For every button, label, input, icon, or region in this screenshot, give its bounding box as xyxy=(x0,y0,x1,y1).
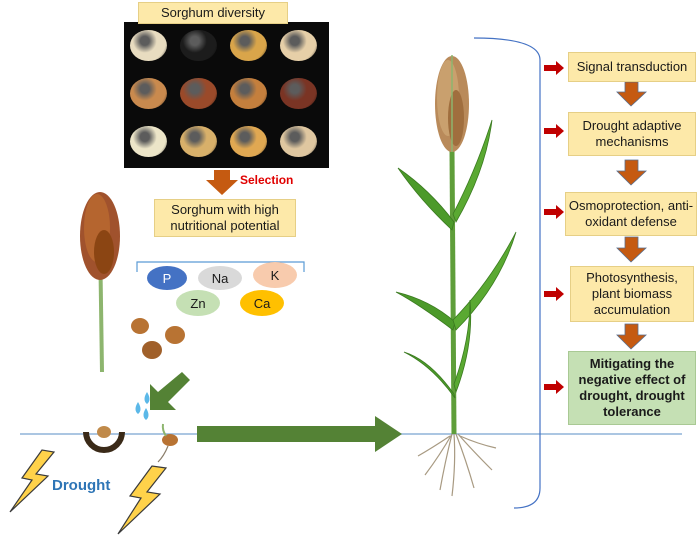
flow-arrows xyxy=(616,81,648,350)
lightning-left-icon xyxy=(9,449,56,513)
potential-text: Sorghum with high nutritional potential xyxy=(170,202,280,233)
growth-arrow xyxy=(197,416,402,452)
water-drops xyxy=(135,392,150,420)
seed-pile xyxy=(130,126,167,157)
seed-pile xyxy=(230,30,267,61)
selection-arrow xyxy=(206,170,238,195)
nutrient-na: Na xyxy=(198,266,242,290)
nutrient-ca: Ca xyxy=(240,290,284,316)
seed-pile xyxy=(180,78,217,109)
nutrient-k-label: K xyxy=(270,267,280,283)
step-osmoprotection: Osmoprotection, anti-oxidant defense xyxy=(565,192,697,236)
seed-pile xyxy=(280,30,317,61)
seed-pile xyxy=(180,30,217,61)
seed-pile xyxy=(280,78,317,109)
step-mitigation: Mitigating the negative effect of drough… xyxy=(568,351,696,425)
title-text: Sorghum diversity xyxy=(160,5,266,20)
drought-label: Drought xyxy=(52,477,111,494)
selection-label: Selection xyxy=(240,173,294,187)
falling-seeds xyxy=(131,318,185,359)
step-3-text: Osmoprotection, anti-oxidant defense xyxy=(568,198,694,229)
nutrient-p-label: P xyxy=(162,270,172,286)
planting-arrow xyxy=(150,372,190,410)
step-pointer-arrows xyxy=(544,61,564,394)
nutrient-zn-label: Zn xyxy=(190,295,206,311)
step-photosynthesis: Photosynthesis, plant biomass accumulati… xyxy=(570,266,694,322)
seed-pile xyxy=(280,126,317,157)
lightning-right-icon xyxy=(117,465,168,535)
nutrient-p: P xyxy=(147,266,187,290)
seed-pile xyxy=(230,126,267,157)
nutrient-ca-label: Ca xyxy=(253,295,271,311)
step-drought-adaptive: Drought adaptive mechanisms xyxy=(568,112,696,156)
potential-box: Sorghum with high nutritional potential xyxy=(154,199,296,237)
germinating-seed xyxy=(157,423,178,463)
sorghum-seed-photo xyxy=(124,22,329,168)
step-4-text: Photosynthesis, plant biomass accumulati… xyxy=(586,270,678,317)
seed-pile xyxy=(130,30,167,61)
title-box: Sorghum diversity xyxy=(138,2,288,24)
nutrient-zn: Zn xyxy=(176,290,220,316)
step-5-text: Mitigating the negative effect of drough… xyxy=(578,356,686,419)
nutrient-bracket xyxy=(136,261,305,272)
seed-pile xyxy=(130,78,167,109)
step-1-text: Signal transduction xyxy=(576,59,688,74)
large-sorghum-plant xyxy=(395,55,517,497)
step-signal-transduction: Signal transduction xyxy=(568,52,696,82)
mechanism-bracket xyxy=(473,37,541,509)
nutrient-k: K xyxy=(253,262,297,288)
nutrient-na-label: Na xyxy=(211,270,229,286)
seed-pile xyxy=(230,78,267,109)
step-2-text: Drought adaptive mechanisms xyxy=(582,118,682,149)
seed-pile xyxy=(180,126,217,157)
small-sorghum-plant xyxy=(80,192,120,373)
seed-in-soil xyxy=(83,426,125,453)
